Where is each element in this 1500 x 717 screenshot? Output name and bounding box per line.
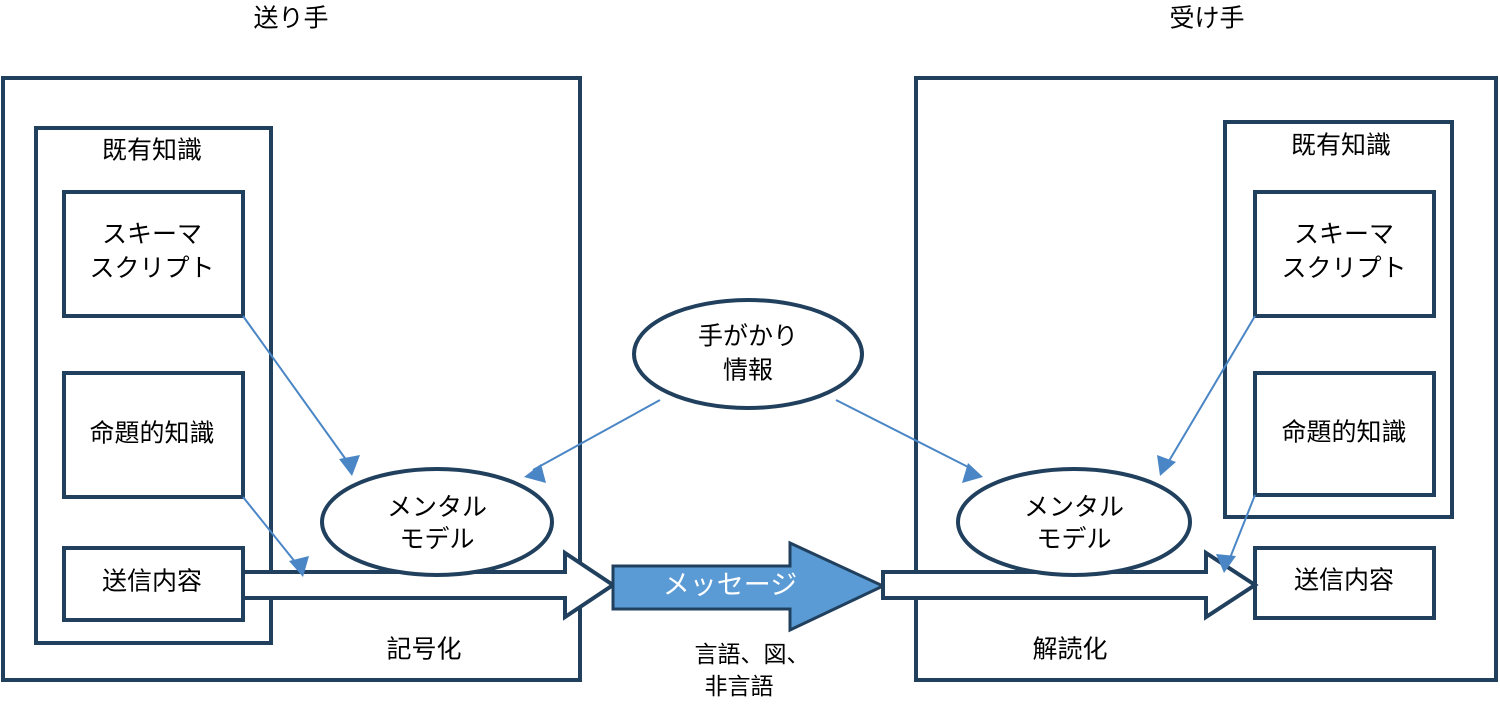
receiver-decode-arrow <box>881 549 1259 621</box>
connector-sender-propositional-arrowhead <box>289 556 309 577</box>
receiver-knowledge-group-label: 既有知識 <box>1291 132 1391 160</box>
connector-sender-schema-to-mental <box>242 315 353 469</box>
receiver-propositional-label: 命題的知識 <box>1281 419 1406 447</box>
receiver-process-label: 解読化 <box>1032 636 1107 664</box>
sender-mental-model-ellipse <box>320 467 554 577</box>
receiver-mental-model-label-line1: メンタル <box>1024 494 1124 522</box>
receiver-content-box <box>1253 546 1436 620</box>
sender-content-label: 送信内容 <box>102 568 202 596</box>
modality-label-line1: 言語、図、 <box>695 641 810 667</box>
connector-receiver-schema-to-mental <box>1165 315 1256 467</box>
sender-header-label: 送り手 <box>253 5 328 33</box>
receiver-mental-model-label-line2: モデル <box>1036 526 1111 554</box>
clue-info-label-line1: 手がかり <box>698 323 798 351</box>
clue-info-label-line2: 情報 <box>723 357 773 385</box>
receiver-header-label: 受け手 <box>1169 5 1244 33</box>
receiver-mental-model-ellipse <box>956 467 1192 577</box>
sender-propositional-box <box>62 371 245 499</box>
receiver-schema-label-line1: スキーマ <box>1294 221 1394 249</box>
message-arrow <box>611 540 887 633</box>
connector-clue-to-sender-mental <box>532 399 661 471</box>
connector-clue-to-receiver-mental <box>835 399 975 471</box>
receiver-content-label: 送信内容 <box>1294 567 1394 595</box>
clue-info-ellipse <box>632 298 864 410</box>
connector-receiver-propositional-arrowhead <box>1216 554 1236 573</box>
receiver-schema-label-line2: スクリプト <box>1281 255 1406 283</box>
sender-process-label: 記号化 <box>386 636 461 664</box>
sender-schema-label-line2: スクリプト <box>89 255 214 283</box>
connector-receiver-schema-arrowhead <box>1157 455 1176 476</box>
receiver-propositional-box <box>1253 371 1436 497</box>
sender-propositional-label: 命題的知識 <box>89 420 214 448</box>
connector-sender-schema-arrowhead <box>339 455 360 476</box>
sender-encode-arrow <box>241 549 617 621</box>
receiver-schema-box <box>1253 190 1436 318</box>
connector-clue-to-sender-arrowhead <box>524 464 546 483</box>
connector-sender-propositional-to-arrow <box>242 496 301 569</box>
message-label: メッセージ <box>663 570 797 600</box>
sender-knowledge-group-label: 既有知識 <box>102 137 202 165</box>
modality-label-line2: 非言語 <box>705 673 774 699</box>
sender-schema-box <box>62 190 245 318</box>
sender-content-box <box>62 546 245 622</box>
sender-schema-label-line1: スキーマ <box>102 221 202 249</box>
sender-mental-model-label-line2: モデル <box>399 526 474 554</box>
connector-receiver-propositional-to-content <box>1227 494 1256 564</box>
connector-clue-to-receiver-arrowhead <box>962 463 983 483</box>
sender-mental-model-label-line1: メンタル <box>387 494 487 522</box>
